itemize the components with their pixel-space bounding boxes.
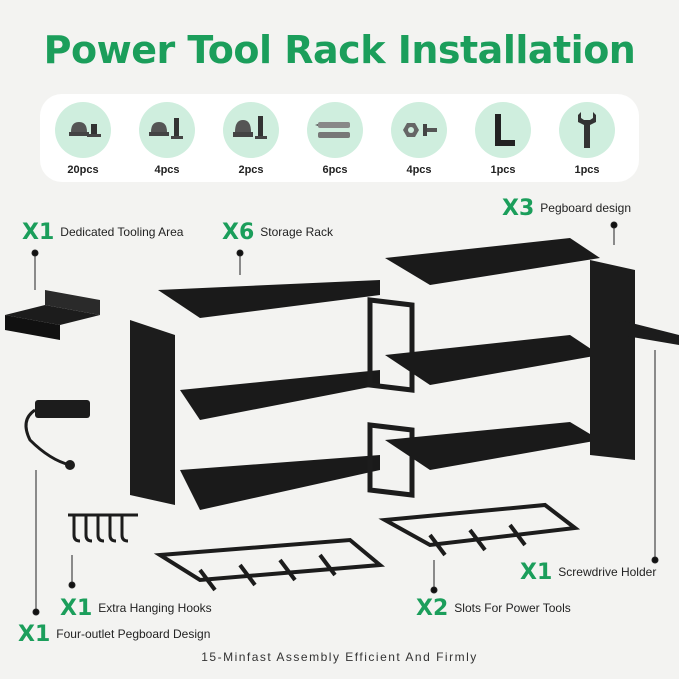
nut-screw-icon (223, 102, 279, 158)
callout-outlet-pegboard: X1 Four-outlet Pegboard Design (18, 622, 210, 647)
hex-nut-screw-icon (391, 102, 447, 158)
callout-tooling-area: X1 Dedicated Tooling Area (22, 220, 183, 245)
footer-tagline: 15-Minfast Assembly Efficient And Firmly (201, 650, 478, 664)
power-strip (24, 400, 90, 470)
right-rack (385, 238, 679, 470)
hex-key-icon (475, 102, 531, 158)
callout-label: Pegboard design (540, 201, 632, 215)
tool-slot-right (378, 502, 581, 557)
bolt-nut-icon (139, 102, 195, 158)
tool-slot-left (153, 537, 386, 592)
part-qty: 1pcs (574, 164, 600, 176)
cap-screw-icon (55, 102, 111, 158)
part-qty: 4pcs (406, 164, 432, 176)
part-item: 1pcs (472, 102, 534, 176)
callout-label: Slots For Power Tools (454, 601, 571, 615)
callout-label: Extra Hanging Hooks (98, 601, 212, 615)
callout-hanging-hooks: X1 Extra Hanging Hooks (60, 596, 212, 621)
wrench-icon (559, 102, 615, 158)
hanging-hooks (68, 513, 138, 543)
callout-screwdriver-holder: X1 Screwdrive Holder (520, 560, 656, 585)
callout-label: Storage Rack (260, 225, 333, 239)
part-item: 4pcs (136, 102, 198, 176)
part-item: 1pcs (556, 102, 618, 176)
parts-panel: 20pcs 4pcs 2pcs 6pcs 4pcs 1pcs 1pcs (40, 94, 639, 182)
page-title: Power Tool Rack Installation (43, 28, 636, 72)
callout-count: X1 (520, 560, 553, 585)
callout-storage-rack: X6 Storage Rack (222, 220, 333, 245)
part-qty: 6pcs (322, 164, 348, 176)
callout-count: X2 (416, 596, 449, 621)
part-item: 20pcs (52, 102, 114, 176)
callout-label: Four-outlet Pegboard Design (56, 627, 211, 641)
left-rack (130, 280, 415, 510)
part-item: 2pcs (220, 102, 282, 176)
callout-label: Dedicated Tooling Area (60, 225, 184, 239)
part-qty: 20pcs (67, 164, 99, 176)
part-item: 6pcs (304, 102, 366, 176)
callout-count: X6 (222, 220, 255, 245)
callout-label: Screwdrive Holder (558, 565, 657, 579)
callout-count: X1 (18, 622, 51, 647)
wall-anchor-icon (307, 102, 363, 158)
callout-tool-slots: X2 Slots For Power Tools (416, 596, 571, 621)
part-qty: 1pcs (490, 164, 516, 176)
tooling-tray (5, 290, 100, 340)
part-qty: 2pcs (238, 164, 264, 176)
part-item: 4pcs (388, 102, 450, 176)
callout-count: X1 (22, 220, 55, 245)
callout-count: X3 (502, 196, 535, 221)
callout-count: X1 (60, 596, 93, 621)
part-qty: 4pcs (154, 164, 180, 176)
callout-pegboard: X3 Pegboard design (502, 196, 631, 221)
